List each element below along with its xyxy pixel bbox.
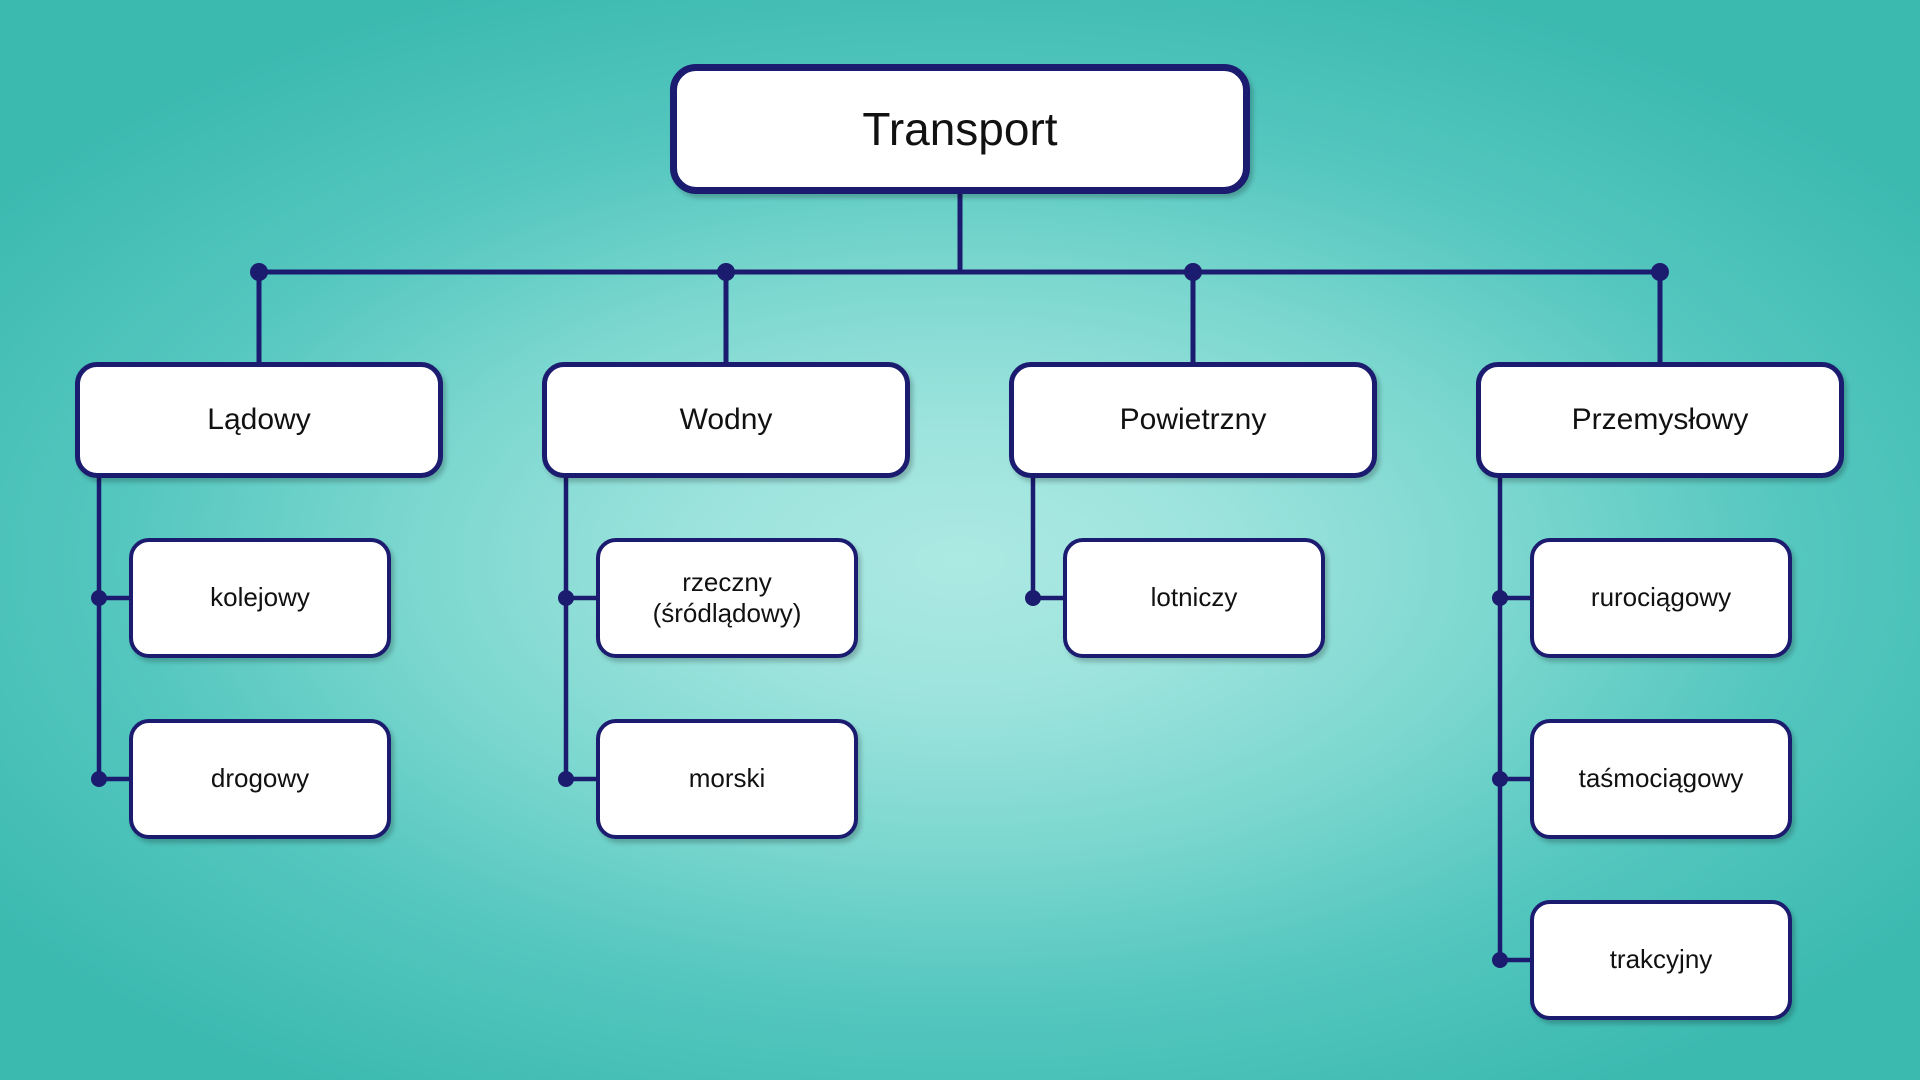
node-transport[interactable]: Transport xyxy=(670,64,1250,194)
connector-junction-dots xyxy=(250,263,1669,281)
junction-dot-drogowy xyxy=(91,771,107,787)
junction-dot-powietrzny xyxy=(1184,263,1202,281)
node-powietrzny[interactable]: Powietrzny xyxy=(1009,362,1377,478)
junction-dot-ladowy xyxy=(250,263,268,281)
node-drogowy-label: drogowy xyxy=(210,763,310,794)
node-transport-label: Transport xyxy=(862,102,1058,155)
node-kolejowy-label: kolejowy xyxy=(210,582,310,613)
node-tasmociagowy-label: taśmociągowy xyxy=(1578,763,1744,794)
junction-dot-kolejowy xyxy=(91,590,107,606)
node-morski-label: morski xyxy=(688,763,766,794)
node-trakcyjny-label: trakcyjny xyxy=(1609,944,1713,975)
node-lotniczy[interactable]: lotniczy xyxy=(1063,538,1325,658)
node-morski[interactable]: morski xyxy=(596,719,858,839)
junction-dot-wodny xyxy=(717,263,735,281)
node-kolejowy[interactable]: kolejowy xyxy=(129,538,391,658)
junction-dot-przemyslowy xyxy=(1651,263,1669,281)
junction-dot-rurociagowy xyxy=(1492,590,1508,606)
junction-dot-trakcyjny xyxy=(1492,952,1508,968)
node-rzeczny-label: rzeczny (śródlądowy) xyxy=(652,566,802,628)
node-tasmociagowy[interactable]: taśmociągowy xyxy=(1530,719,1792,839)
node-przemyslowy[interactable]: Przemysłowy xyxy=(1476,362,1844,478)
node-rzeczny[interactable]: rzeczny (śródlądowy) xyxy=(596,538,858,658)
node-rurociagowy-label: rurociągowy xyxy=(1590,582,1732,613)
junction-dot-lotniczy xyxy=(1025,590,1041,606)
junction-dot-rzeczny xyxy=(558,590,574,606)
node-lotniczy-label: lotniczy xyxy=(1150,582,1238,613)
junction-dot-morski xyxy=(558,771,574,787)
node-powietrzny-label: Powietrzny xyxy=(1119,402,1267,436)
node-wodny[interactable]: Wodny xyxy=(542,362,910,478)
node-wodny-label: Wodny xyxy=(679,402,773,436)
node-ladowy-label: Lądowy xyxy=(207,402,311,436)
node-przemyslowy-label: Przemysłowy xyxy=(1571,402,1749,436)
node-ladowy[interactable]: Lądowy xyxy=(75,362,443,478)
node-rurociagowy[interactable]: rurociągowy xyxy=(1530,538,1792,658)
junction-dot-tasmociagowy xyxy=(1492,771,1508,787)
node-trakcyjny[interactable]: trakcyjny xyxy=(1530,900,1792,1020)
node-drogowy[interactable]: drogowy xyxy=(129,719,391,839)
